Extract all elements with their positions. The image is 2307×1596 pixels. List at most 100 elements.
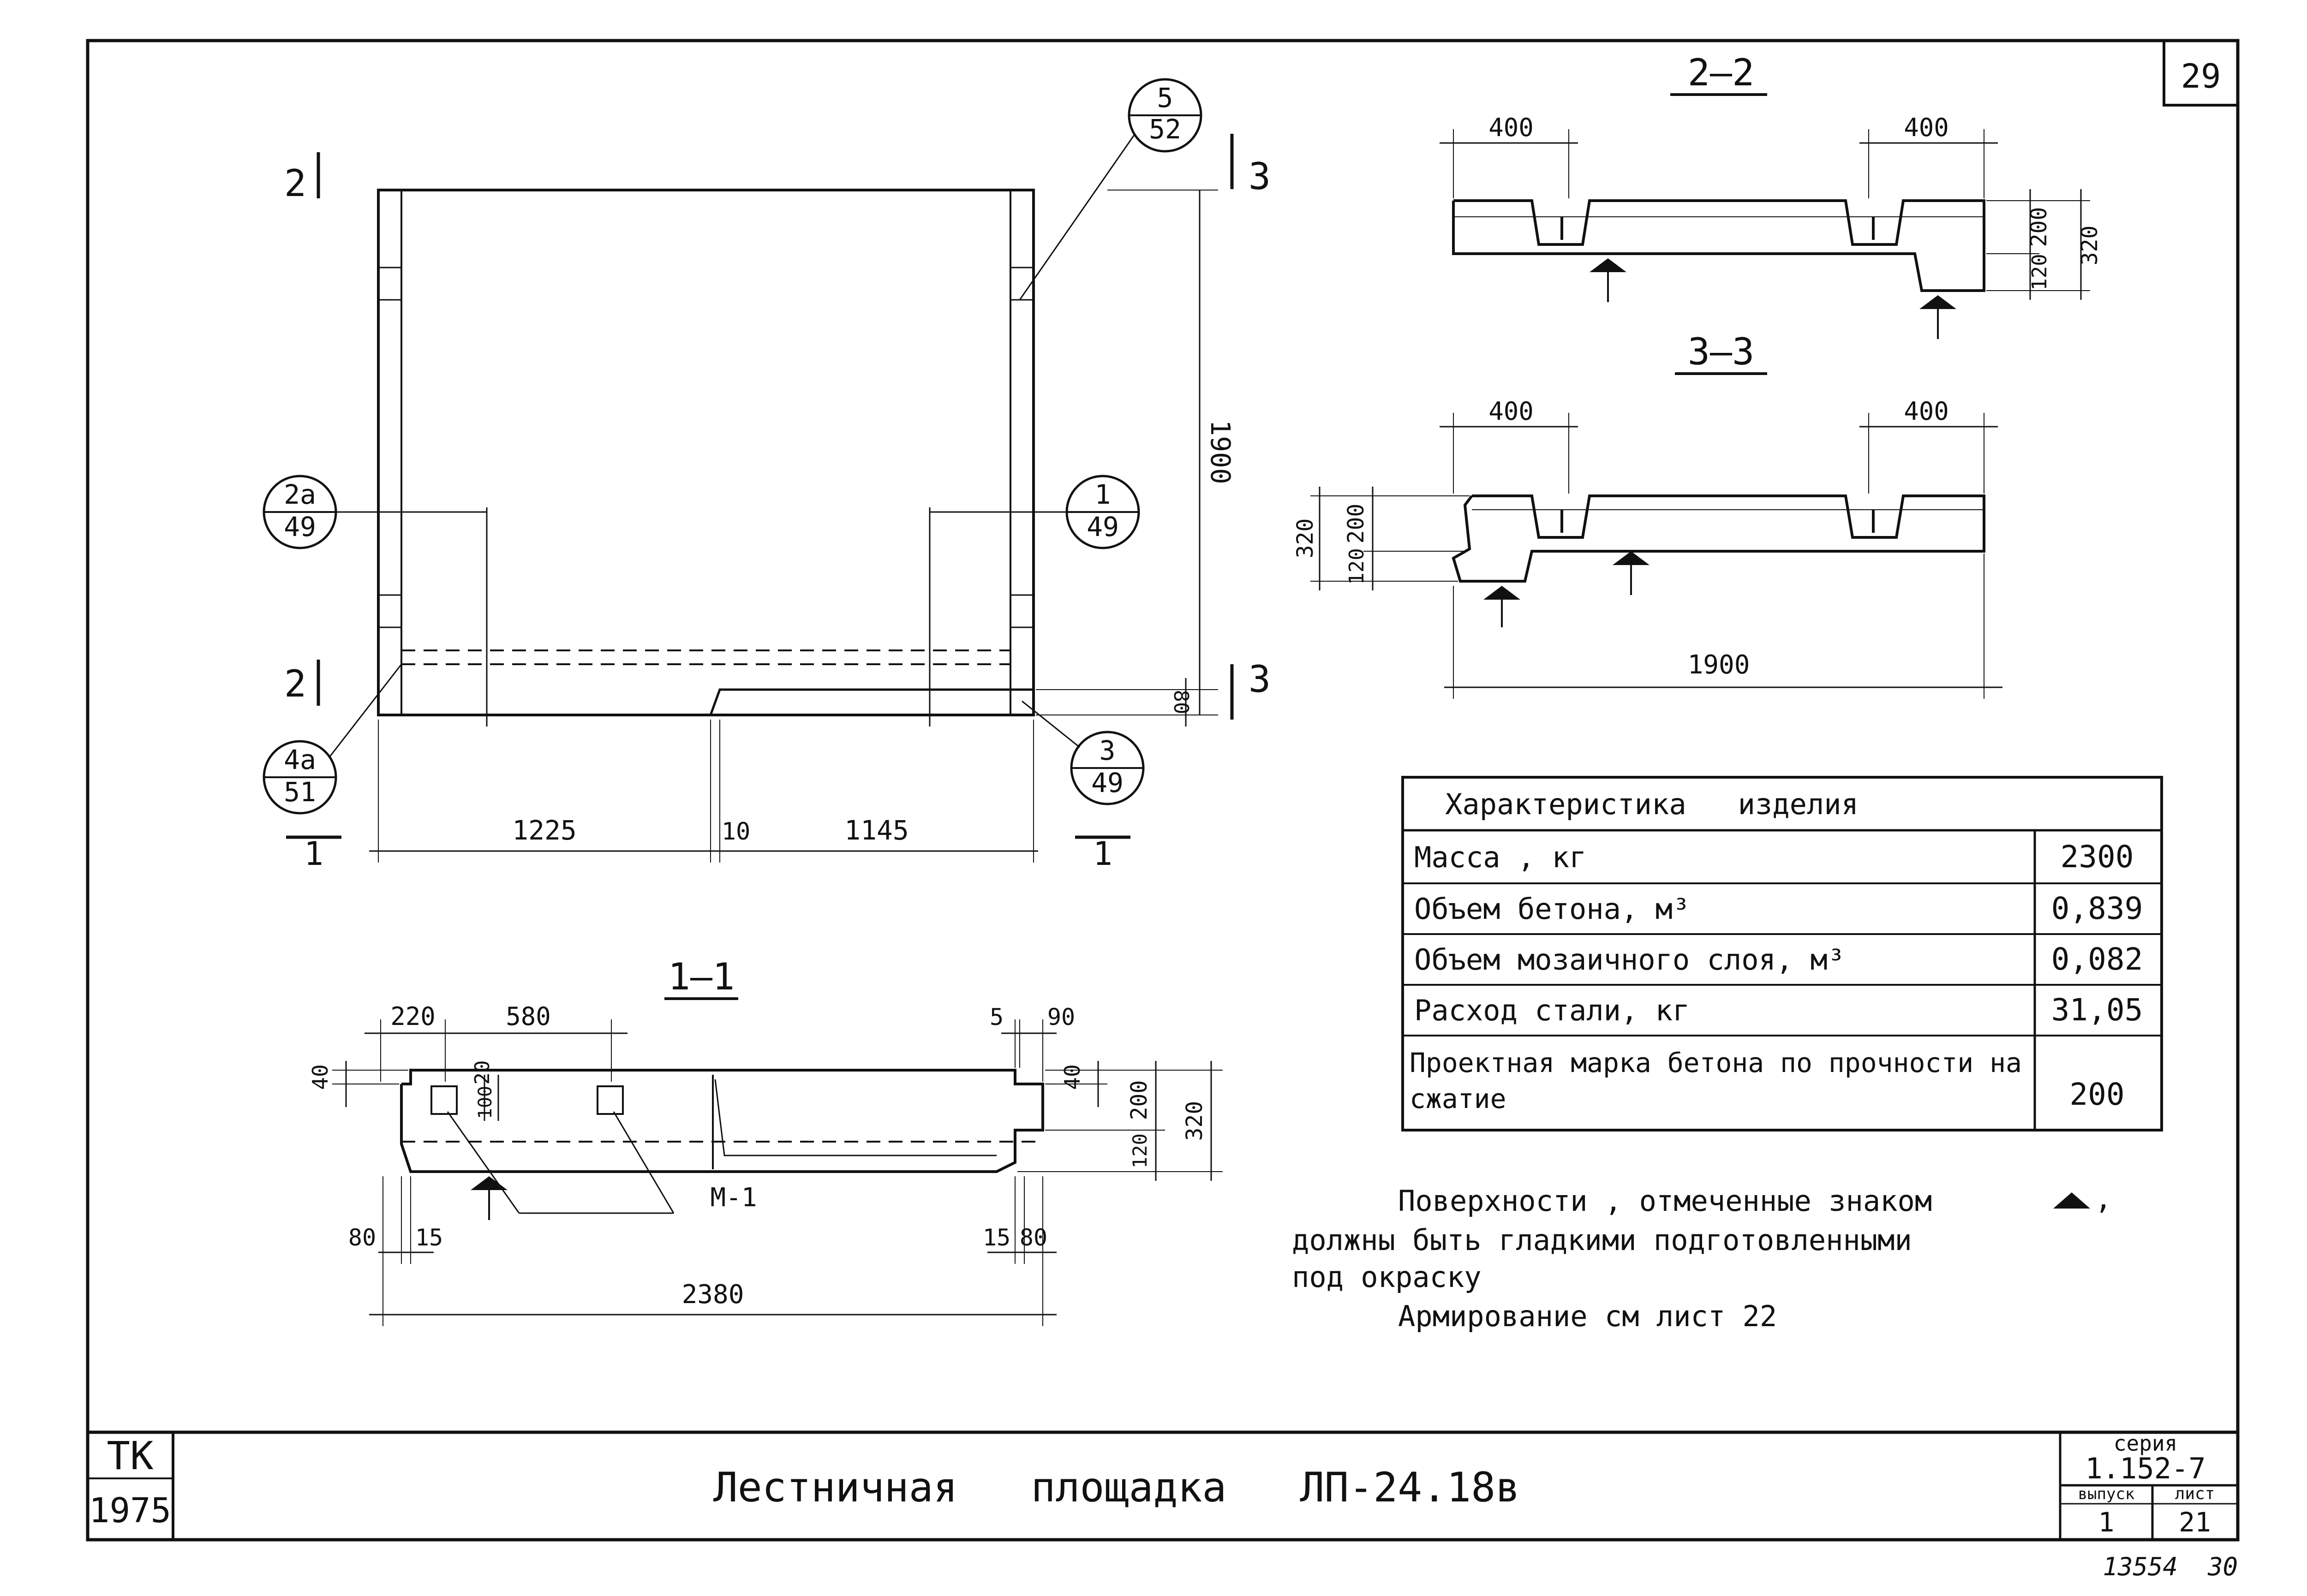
svg-text:1900: 1900 (1688, 650, 1750, 680)
section-mark-2-top: 2 (284, 152, 320, 205)
svg-text:120: 120 (1345, 548, 1369, 584)
section-mark-1-left: 1 (286, 835, 341, 873)
table-row: Масса , кг 2300 (1414, 839, 2134, 875)
svg-text:Объем мозаичного слоя, м³: Объем мозаичного слоя, м³ (1414, 943, 1845, 977)
svg-text:1145: 1145 (844, 815, 909, 846)
sheet-frame (86, 39, 2240, 1542)
svg-text:400: 400 (1488, 397, 1534, 426)
sheet-label: лист (2175, 1484, 2215, 1503)
svg-text:0,082: 0,082 (2051, 941, 2143, 977)
table-row: Проектная марка бетона по прочности на с… (1410, 1047, 2125, 1114)
svg-text:120: 120 (1129, 1133, 1151, 1168)
svg-text:580: 580 (506, 1002, 551, 1031)
svg-text:51: 51 (284, 776, 316, 808)
svg-text:2380: 2380 (682, 1280, 744, 1310)
issue-value: 1 (2098, 1507, 2115, 1538)
sheet-value: 21 (2179, 1507, 2211, 1538)
svg-text:31,05: 31,05 (2051, 992, 2143, 1028)
footer-note: 13554 30 (2103, 1552, 2238, 1581)
plan-view (377, 189, 1035, 727)
svg-text:80: 80 (1169, 690, 1193, 715)
section-mark-3-top: 3 (1230, 134, 1271, 198)
svg-text:100: 100 (475, 1086, 496, 1119)
plan-dim-height: 1900 80 (1036, 190, 1236, 727)
svg-text:Расход стали, кг: Расход стали, кг (1414, 994, 1690, 1027)
svg-text:200: 200 (1343, 504, 1369, 544)
smooth-surface-mark-icon (2053, 1192, 2090, 1209)
svg-text:,: , (2095, 1182, 2112, 1215)
mark-label: М-1 (710, 1183, 757, 1213)
svg-text:40: 40 (308, 1064, 333, 1090)
table-row: Объем мозаичного слоя, м³ 0,082 (1414, 941, 2143, 977)
svg-text:10: 10 (722, 818, 751, 846)
svg-text:52: 52 (1149, 113, 1181, 145)
svg-text:15: 15 (415, 1224, 443, 1251)
svg-text:0,839: 0,839 (2051, 891, 2143, 926)
series-value: 1.152-7 (2085, 1452, 2205, 1485)
svg-text:400: 400 (1904, 397, 1949, 426)
drawing-title: Лестничная площадка ЛП-24.18в (713, 1464, 1520, 1511)
svg-text:5: 5 (1157, 82, 1173, 113)
section-1-1-title: 1–1 (668, 955, 735, 998)
svg-text:1900: 1900 (1205, 420, 1236, 484)
svg-text:80: 80 (348, 1224, 376, 1251)
page-number: 29 (2181, 57, 2221, 95)
svg-text:120: 120 (2028, 254, 2051, 290)
section-2-2-dims: 400 400 200 120 320 (1440, 113, 2103, 300)
callout-4a-51: 4а 51 (263, 664, 402, 815)
svg-text:3: 3 (1249, 155, 1271, 198)
issue-label: выпуск (2078, 1485, 2135, 1503)
svg-text:90: 90 (1047, 1004, 1075, 1030)
note-line-1: Поверхности , отмеченные знаком (1398, 1184, 1932, 1218)
plan-dim-bottom: 1225 10 1145 (369, 720, 1038, 863)
svg-text:320: 320 (1182, 1101, 1207, 1141)
note-line-4: Армирование см лист 22 (1398, 1299, 1777, 1333)
section-mark-3-bottom: 3 (1230, 658, 1271, 720)
callout-1-49: 1 49 (930, 475, 1140, 549)
svg-text:1: 1 (1095, 479, 1111, 510)
characteristics-table (1401, 776, 2163, 1131)
section-2-2-title: 2–2 (1688, 51, 1755, 94)
section-2-2-drawing (1452, 199, 1985, 339)
svg-text:1225: 1225 (512, 815, 577, 846)
svg-text:220: 220 (390, 1002, 436, 1031)
plan-outline (377, 189, 1035, 716)
table-row: Объем бетона, м³ 0,839 (1414, 891, 2143, 926)
stamp-tk: ТК (107, 1433, 154, 1478)
svg-text:80: 80 (1020, 1224, 1047, 1251)
svg-text:49: 49 (284, 511, 316, 542)
callout-3-49: 3 49 (1022, 700, 1145, 805)
svg-text:2: 2 (284, 662, 306, 705)
svg-text:49: 49 (1087, 511, 1119, 542)
svg-text:1: 1 (1093, 835, 1112, 873)
svg-text:49: 49 (1091, 767, 1124, 798)
section-3-3-dims: 400 400 320 200 120 1900 (1292, 397, 2002, 699)
svg-text:200: 200 (2069, 1077, 2124, 1112)
svg-text:40: 40 (1060, 1064, 1085, 1090)
callout-5-52: 5 52 (1019, 78, 1202, 300)
svg-text:5: 5 (990, 1004, 1004, 1030)
svg-text:400: 400 (1904, 113, 1949, 142)
svg-text:4а: 4а (284, 744, 316, 775)
notes: Поверхности , отмеченные знаком , должны… (1292, 1182, 2112, 1333)
note-line-3: под окраску (1292, 1260, 1482, 1294)
svg-text:2: 2 (284, 162, 306, 205)
section-3-3-drawing (1452, 494, 1985, 627)
series-label: серия (2114, 1431, 2177, 1456)
svg-text:Объем бетона, м³: Объем бетона, м³ (1414, 892, 1690, 926)
table-title: Характеристика изделия (1445, 787, 1859, 821)
svg-text:400: 400 (1488, 113, 1534, 142)
svg-text:320: 320 (2077, 226, 2103, 266)
svg-text:1: 1 (304, 835, 323, 873)
callout-2a-49: 2а 49 (263, 475, 487, 549)
svg-text:2а: 2а (284, 479, 316, 510)
svg-text:200: 200 (2026, 207, 2052, 247)
note-line-2: должны быть гладкими подготовленными (1292, 1223, 1912, 1257)
section-1-1-drawing (400, 1069, 1044, 1220)
svg-text:20: 20 (471, 1060, 494, 1085)
section-3-3-title: 3–3 (1688, 330, 1755, 373)
svg-text:320: 320 (1292, 518, 1318, 559)
svg-text:2300: 2300 (2061, 839, 2134, 875)
section-mark-2-bottom: 2 (284, 660, 320, 706)
